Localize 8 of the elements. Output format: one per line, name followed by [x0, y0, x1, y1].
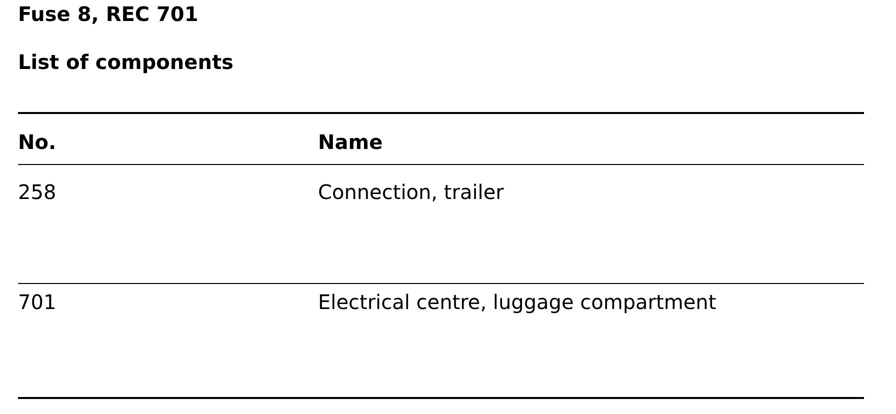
column-header: No.	[18, 130, 56, 154]
column-header: Name	[318, 130, 383, 154]
page-title: Fuse 8, REC 701	[18, 2, 198, 26]
table-cell: 701	[18, 290, 56, 314]
table-cell: 258	[18, 180, 56, 204]
table-cell: Electrical centre, luggage compartment	[318, 290, 716, 314]
table-cell: Connection, trailer	[318, 180, 504, 204]
section-heading: List of components	[18, 50, 234, 74]
